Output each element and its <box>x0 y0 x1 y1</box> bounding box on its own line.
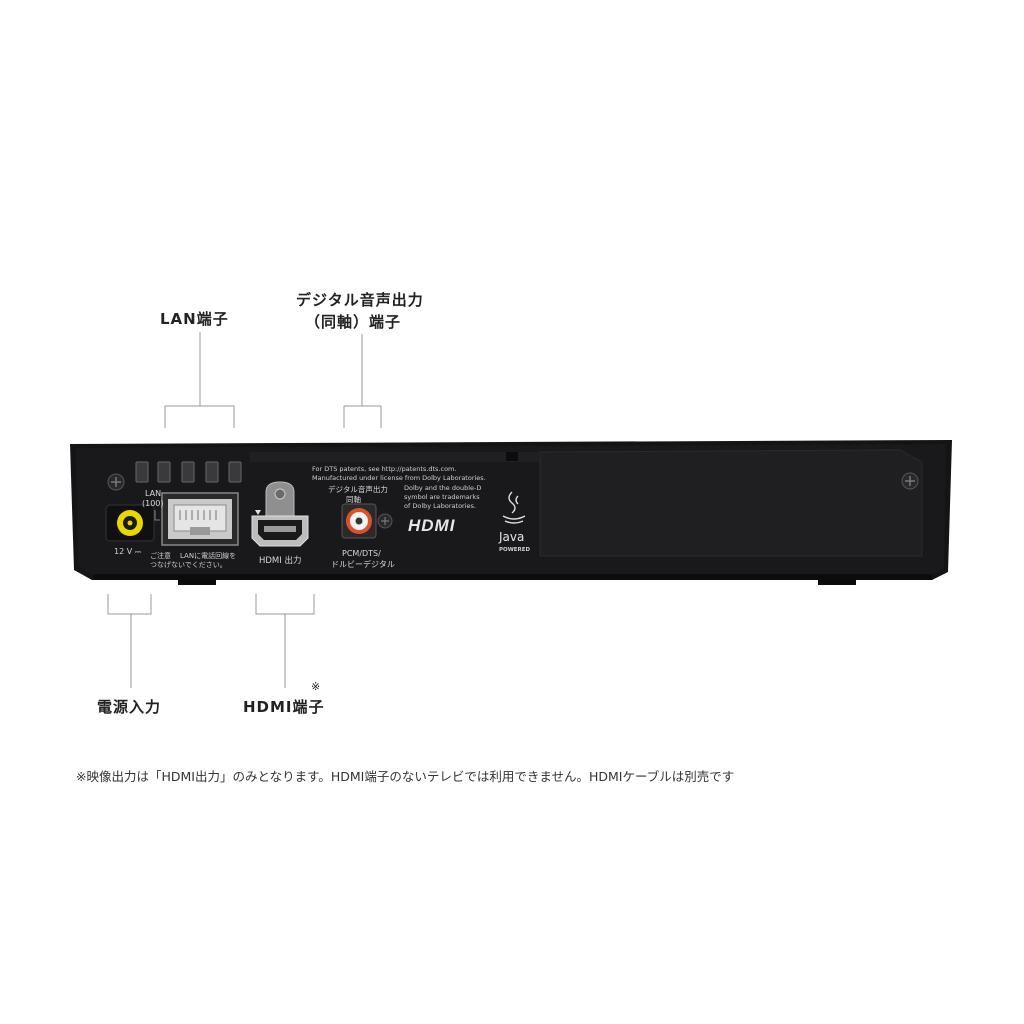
digital-audio-leader <box>343 334 382 428</box>
ventilation-slots <box>135 461 242 483</box>
lan-caution-head: ご注意 <box>150 551 171 560</box>
screw-icon-left <box>107 473 125 491</box>
callout-lan-port: LAN端子 <box>160 310 229 328</box>
dolby-notice-line3: of Dolby Laboratories. <box>404 502 476 510</box>
power-leader <box>107 594 152 688</box>
lan-caution-line2: つなげないでください。 <box>150 560 227 569</box>
dts-notice-line1: For DTS patents, see http://patents.dts.… <box>312 465 456 473</box>
digital-out-label-line1: デジタル音声出力 <box>328 484 388 494</box>
hdmi-arrow-icon <box>255 510 261 515</box>
coax-format-line2: ドルビーデジタル <box>331 559 395 569</box>
digital-out-label-line2: 同軸 <box>346 494 361 504</box>
callout-digital-audio-line1: デジタル音声出力 <box>296 291 424 309</box>
callout-digital-audio-line2: （同軸）端子 <box>305 313 402 331</box>
java-logo-subtext: POWERED <box>499 547 531 553</box>
callout-power-input: 電源入力 <box>97 698 162 716</box>
dts-notice-line2: Manufactured under license from Dolby La… <box>312 474 486 482</box>
lan-speed-label: (100) <box>142 499 164 508</box>
java-logo-icon <box>502 491 526 524</box>
hdmi-leader <box>255 594 315 688</box>
lan-caution-line1: LANに電話回線を <box>180 551 236 560</box>
footnote: ※映像出力は「HDMI出力」のみとなります。HDMI端子のないテレビでは利用でき… <box>76 769 735 784</box>
hdmi-port <box>251 481 309 547</box>
hdmi-logo: HDMI <box>408 516 456 535</box>
screw-icon-center <box>377 513 393 529</box>
power-voltage-label: 12 V ⎓ <box>114 547 142 556</box>
dolby-notice-line2: symbol are trademarks <box>404 493 480 501</box>
coaxial-jack <box>341 503 377 539</box>
lan-port <box>161 492 239 546</box>
dolby-notice-line1: Dolby and the double-D <box>404 484 481 492</box>
callout-hdmi-note-mark: ※ <box>311 680 322 693</box>
lan-label: LAN <box>145 489 161 498</box>
power-jack <box>105 504 155 542</box>
coax-format-line1: PCM/DTS/ <box>342 549 381 558</box>
leader-lines <box>107 332 382 688</box>
callout-hdmi-port: HDMI端子 <box>243 698 325 716</box>
lan-leader <box>164 332 235 428</box>
screw-icon-right <box>901 472 919 490</box>
hdmi-output-label: HDMI 出力 <box>259 555 301 566</box>
java-logo-text: Java <box>498 530 524 544</box>
